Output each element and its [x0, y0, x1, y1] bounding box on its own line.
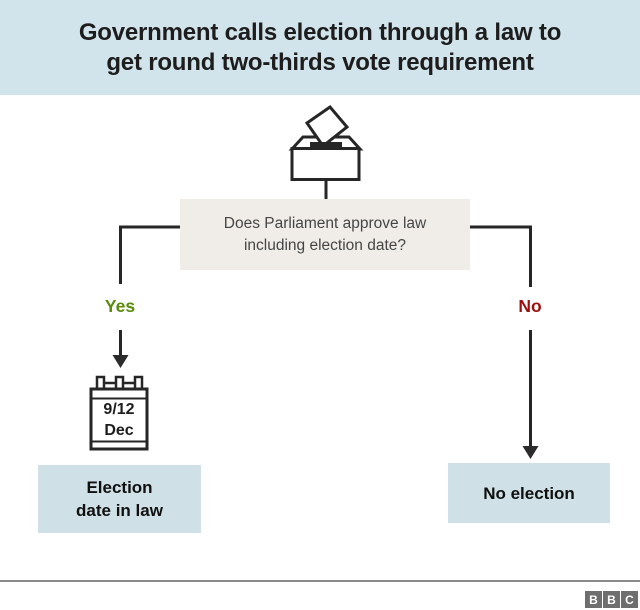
headline-line2: get round two-thirds vote requirement: [106, 48, 534, 76]
yes-arrow: [112, 330, 129, 368]
no-branch-line: [470, 225, 532, 287]
no-label: No: [518, 296, 542, 316]
outcome-yes-box: Election date in law: [38, 465, 201, 533]
bbc-logo: B B C: [585, 591, 638, 608]
headline-line1: Government calls election through a law …: [78, 18, 562, 46]
calendar-date-line1: 9/12: [103, 401, 135, 418]
bbc-logo-block-1: B: [585, 591, 602, 608]
calendar-icon: [89, 375, 149, 451]
yes-branch-line: [119, 225, 180, 284]
ballot-box-icon: [288, 104, 364, 200]
question-line2: including election date?: [243, 236, 406, 254]
calendar-date-line2: Dec: [104, 422, 134, 439]
footer-divider: [0, 580, 640, 582]
bbc-logo-block-3: C: [621, 591, 638, 608]
question-line1: Does Parliament approve law: [223, 214, 427, 232]
yes-label: Yes: [104, 296, 136, 316]
outcome-yes-line2: date in law: [76, 501, 163, 520]
question-box: Does Parliament approve law including el…: [180, 199, 470, 270]
outcome-yes-line1: Election: [86, 478, 153, 497]
header: Government calls election through a law …: [0, 0, 640, 95]
calendar-date: 9/12 Dec: [90, 399, 148, 441]
no-arrow: [522, 330, 539, 459]
outcome-no-label: No election: [483, 483, 575, 503]
bbc-logo-block-2: B: [603, 591, 620, 608]
outcome-no-box: No election: [448, 463, 610, 523]
